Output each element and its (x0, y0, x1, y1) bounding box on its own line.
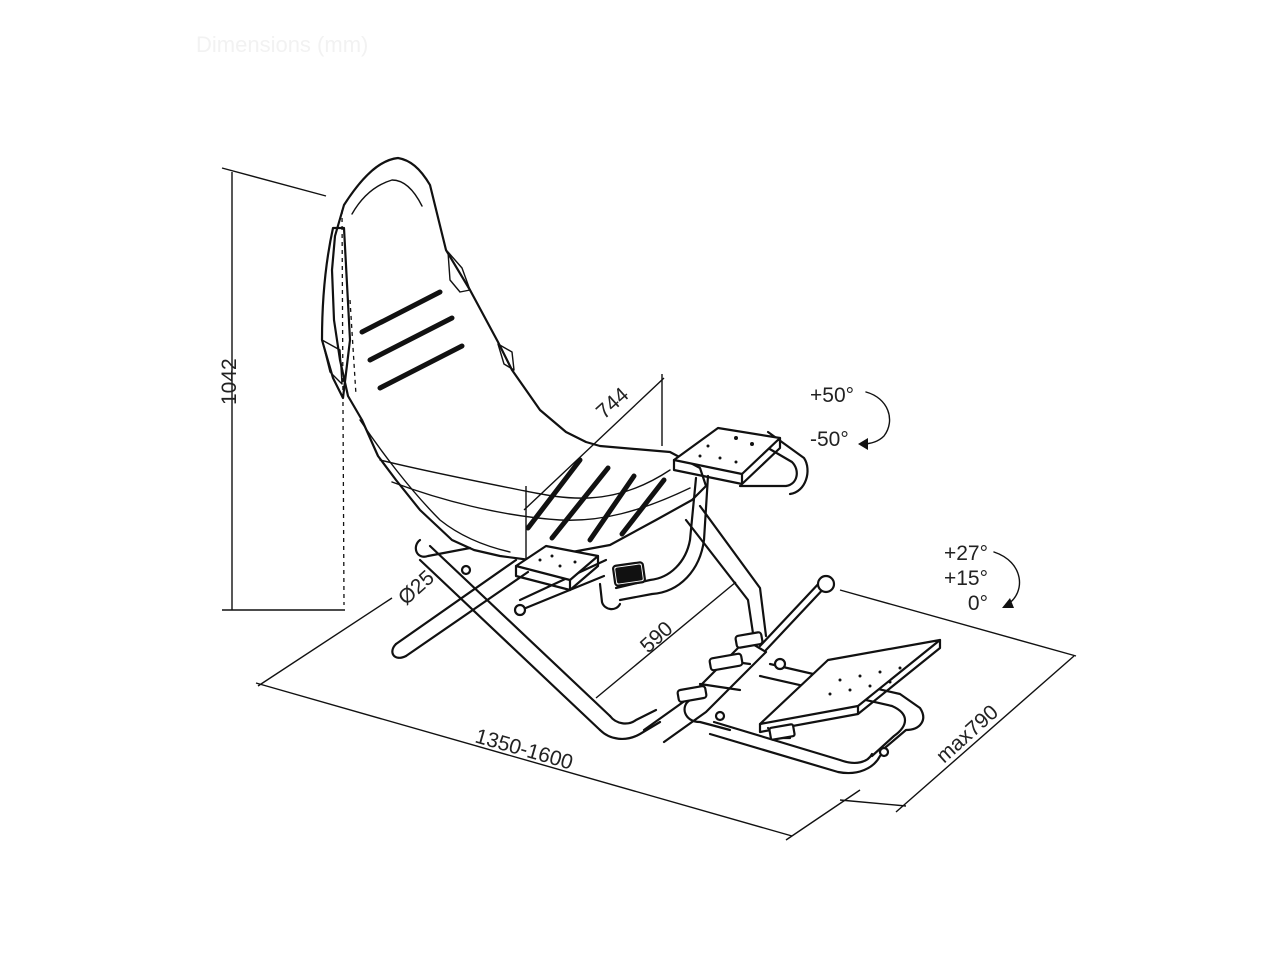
wheel-mount-plate (672, 426, 782, 486)
pedal-angle-mid: +15° (944, 567, 988, 590)
pedal-plate (758, 638, 942, 741)
seat-shell (320, 156, 708, 606)
height-dimension (221, 167, 345, 611)
pedal-angle-low: 0° (968, 592, 988, 615)
pedal-stand (642, 574, 925, 775)
mount-minus-angle: -50° (810, 428, 849, 451)
seat-width-label: 744 (592, 383, 634, 424)
pedal-angle-high: +27° (944, 542, 988, 565)
pedal-depth-dimension (839, 589, 1077, 813)
pedal-rotation-arrow (993, 551, 1021, 608)
dimensions-title: Dimensions (mm) (196, 32, 368, 57)
mount-rotation-arrow (858, 391, 891, 450)
height-label: 1042 (218, 358, 241, 405)
pedal-distance-dimension (595, 581, 737, 699)
chair-frame (391, 430, 809, 740)
mount-plus-angle: +50° (810, 384, 854, 407)
left-mount-plate (514, 544, 600, 592)
pedal-distance-label: 590 (636, 617, 677, 658)
length-dimension (255, 597, 861, 841)
pedal-depth-label: max790 (932, 701, 1003, 768)
seat-stripes (359, 289, 667, 543)
length-label: 1350-1600 (473, 725, 576, 775)
